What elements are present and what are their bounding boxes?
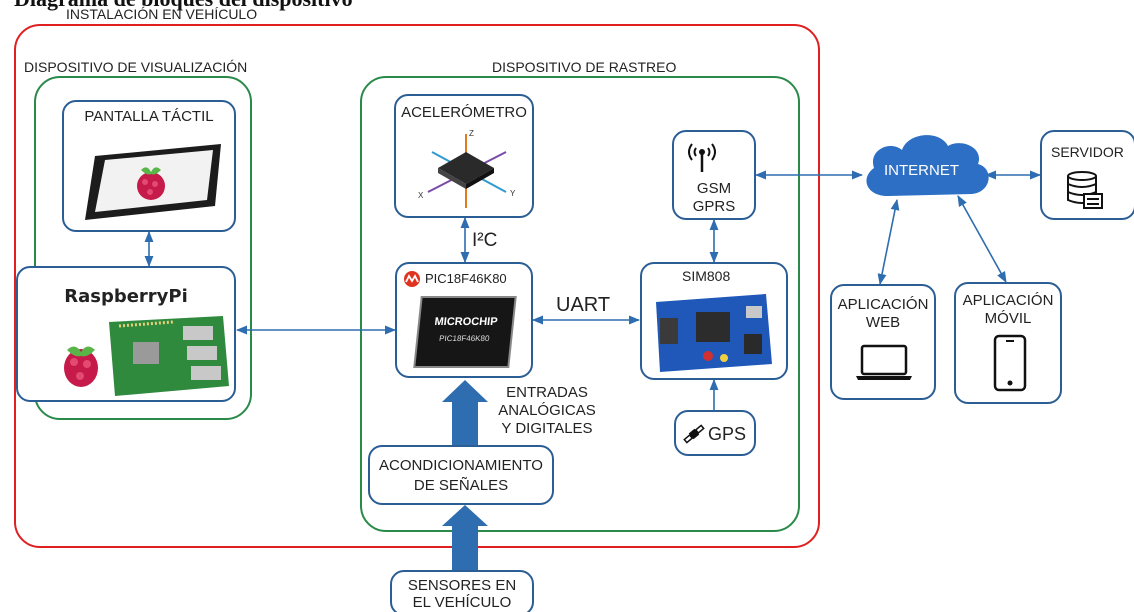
server-label: SERVIDOR: [1051, 144, 1124, 160]
raspberry-pi-board: [64, 316, 229, 396]
sim808-block: SIM808: [640, 262, 788, 380]
conditioning-label-line2: DE SEÑALES: [413, 477, 509, 494]
database-icon: [1067, 171, 1103, 209]
raspberry-pi-block: RaspberryPi: [16, 266, 236, 402]
touchscreen-image: [85, 144, 221, 220]
z-axis-label: Z: [469, 129, 474, 138]
vehicle-installation-group: [14, 24, 820, 548]
satellite-icon: [683, 424, 705, 444]
tracking-device-label: DISPOSITIVO DE RASTREO: [492, 59, 677, 75]
vehicle-installation-label: INSTALACIÓN EN VEHÍCULO: [66, 6, 258, 22]
y-axis-label: Y: [510, 189, 516, 198]
figure-title: Diagrama de bloques del dispositivo: [14, 0, 353, 12]
x-axis-label: X: [418, 191, 424, 200]
sensors-label-line1: SENSORES EN: [407, 577, 517, 594]
conditioning-label-line1: ACONDICIONAMIENTO: [379, 457, 543, 474]
conditioning-to-pic-arrow: [442, 380, 488, 445]
pic-microcontroller-block: PIC18F46K80 MICROCHIP PIC18F46K80: [395, 262, 533, 378]
inputs-label-line3: Y DIGITALES: [501, 420, 593, 437]
web-app-label-line2: WEB: [865, 314, 901, 331]
touchscreen-label: PANTALLA TÁCTIL: [84, 108, 214, 125]
internet-web-link: [877, 198, 900, 286]
inputs-label-line2: ANALÓGICAS: [498, 402, 596, 419]
mobile-app-label-line1: APLICACIÓN: [962, 292, 1054, 309]
sensors-to-conditioning-arrow: [442, 505, 488, 570]
raspberry-pi-label: RaspberryPi: [64, 286, 188, 307]
laptop-icon: [856, 344, 912, 380]
gps-label: GPS: [708, 424, 747, 444]
raspberry-logo-icon: [64, 346, 98, 387]
raspberry-logo-icon: [137, 167, 165, 200]
vehicle-sensors-block: SENSORES EN EL VEHÍCULO: [390, 570, 534, 612]
sim808-label: SIM808: [682, 268, 731, 284]
smartphone-icon: [993, 334, 1027, 392]
accelerometer-label: ACELERÓMETRO: [401, 104, 527, 121]
web-app-label-line1: APLICACIÓN: [837, 296, 929, 313]
uart-link-label: UART: [556, 294, 611, 316]
internet-mobile-link: [957, 195, 1007, 283]
mobile-app-block: APLICACIÓN MÓVIL: [954, 282, 1062, 404]
gsm-gprs-block: GSM GPRS: [672, 130, 756, 220]
tracking-device-group: [360, 76, 800, 532]
sim808-module-image: [656, 294, 772, 372]
microchip-logo-icon: [404, 271, 420, 287]
internet-cloud-icon: [866, 135, 989, 196]
display-device-group: [34, 76, 252, 420]
pic-chip-image: MICROCHIP PIC18F46K80: [415, 298, 515, 366]
display-device-label: DISPOSITIVO DE VISUALIZACIÓN: [24, 59, 248, 75]
accelerometer-block: ACELERÓMETRO Z X Y: [394, 94, 534, 218]
touchscreen-block: PANTALLA TÁCTIL: [62, 100, 236, 232]
pic-chip-brand: MICROCHIP: [433, 316, 499, 328]
gps-block: GPS: [674, 410, 756, 456]
web-app-block: APLICACIÓN WEB: [830, 284, 936, 400]
server-block: SERVIDOR: [1040, 130, 1134, 220]
gsm-label: GSM: [696, 180, 732, 197]
gprs-label: GPRS: [692, 198, 736, 215]
internet-label: INTERNET: [884, 162, 959, 179]
i2c-link-label: I²C: [472, 230, 498, 251]
sensors-label-line2: EL VEHÍCULO: [412, 594, 512, 611]
accelerometer-chip-image: Z X Y: [418, 129, 516, 208]
mobile-app-label-line2: MÓVIL: [984, 310, 1032, 327]
pic-label: PIC18F46K80: [425, 271, 507, 286]
signal-conditioning-block: ACONDICIONAMIENTO DE SEÑALES: [368, 445, 554, 505]
pic-chip-part: PIC18F46K80: [438, 334, 490, 343]
antenna-icon: [688, 143, 716, 172]
inputs-label-line1: ENTRADAS: [506, 384, 588, 401]
